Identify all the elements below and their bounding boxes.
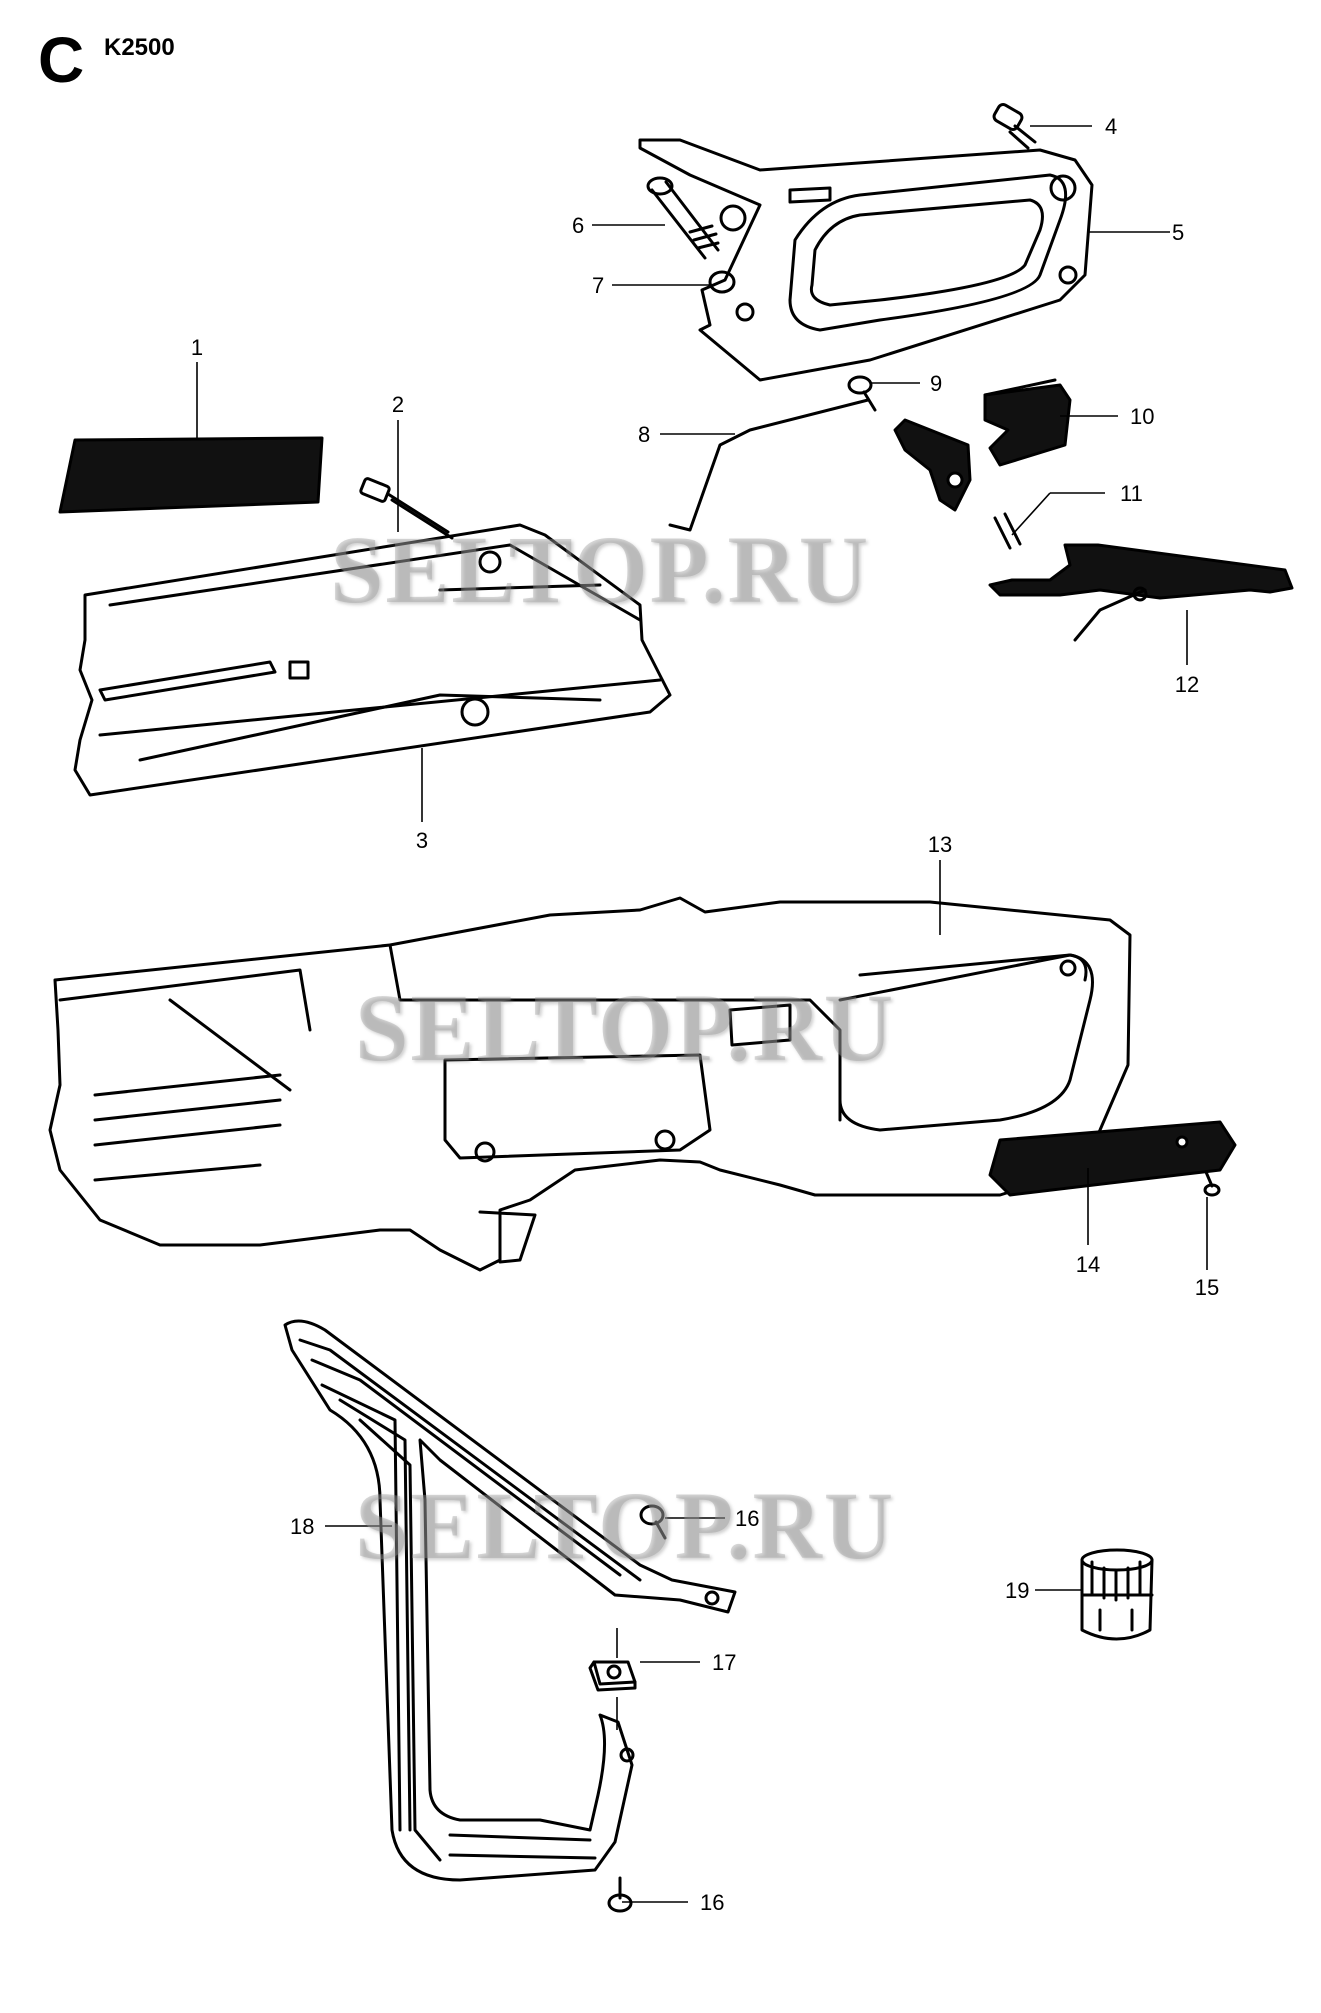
callout-19: 19 bbox=[1005, 1578, 1029, 1603]
watermark: SELTOP.RU bbox=[355, 974, 896, 1081]
part-1-decal bbox=[58, 436, 324, 514]
part-11-pin bbox=[993, 512, 1022, 550]
part-12-trigger bbox=[988, 543, 1294, 642]
callout-1: 1 bbox=[191, 335, 203, 360]
part-17-square-nut bbox=[588, 1660, 637, 1692]
part-13-housing bbox=[48, 896, 1132, 1272]
watermark: SELTOP.RU bbox=[330, 516, 871, 623]
callout-4: 4 bbox=[1105, 114, 1117, 139]
part-14-decal bbox=[988, 1120, 1237, 1197]
part-4-screw bbox=[992, 103, 1037, 150]
callout-5: 5 bbox=[1172, 220, 1184, 245]
watermark: SELTOP.RU bbox=[355, 1472, 896, 1579]
callout-3: 3 bbox=[416, 828, 428, 853]
part-15-screw bbox=[1203, 1170, 1221, 1197]
callout-10: 10 bbox=[1130, 404, 1154, 429]
callout-6: 6 bbox=[572, 213, 584, 238]
callout-7: 7 bbox=[592, 273, 604, 298]
callout-16-lower: 16 bbox=[700, 1890, 724, 1915]
callout-12: 12 bbox=[1175, 672, 1199, 697]
callout-16-upper: 16 bbox=[735, 1506, 759, 1531]
callout-18: 18 bbox=[290, 1514, 314, 1539]
callout-2: 2 bbox=[392, 392, 404, 417]
part-16-screw-lower bbox=[607, 1876, 633, 1913]
part-16-screw-upper bbox=[639, 1504, 667, 1540]
model-label: K2500 bbox=[104, 34, 175, 61]
part-10-lever-plate bbox=[983, 378, 1072, 467]
section-letter: C bbox=[38, 24, 85, 96]
callout-8: 8 bbox=[638, 422, 650, 447]
callout-11: 11 bbox=[1120, 481, 1143, 506]
part-5-handle bbox=[638, 138, 1094, 382]
part-7-washer bbox=[708, 270, 736, 294]
part-18-front-handle bbox=[283, 1319, 737, 1882]
part-8-rod bbox=[668, 398, 870, 532]
part-throttle-lever bbox=[893, 418, 972, 512]
part-6-bolt bbox=[646, 176, 720, 260]
callout-9: 9 bbox=[930, 371, 942, 396]
callout-14: 14 bbox=[1076, 1252, 1100, 1277]
part-9-screw bbox=[847, 375, 877, 412]
callout-13: 13 bbox=[928, 832, 952, 857]
callout-17: 17 bbox=[712, 1650, 736, 1675]
part-19-tool bbox=[1080, 1548, 1154, 1641]
callout-15: 15 bbox=[1195, 1275, 1219, 1300]
part-3-bracket bbox=[73, 523, 672, 797]
